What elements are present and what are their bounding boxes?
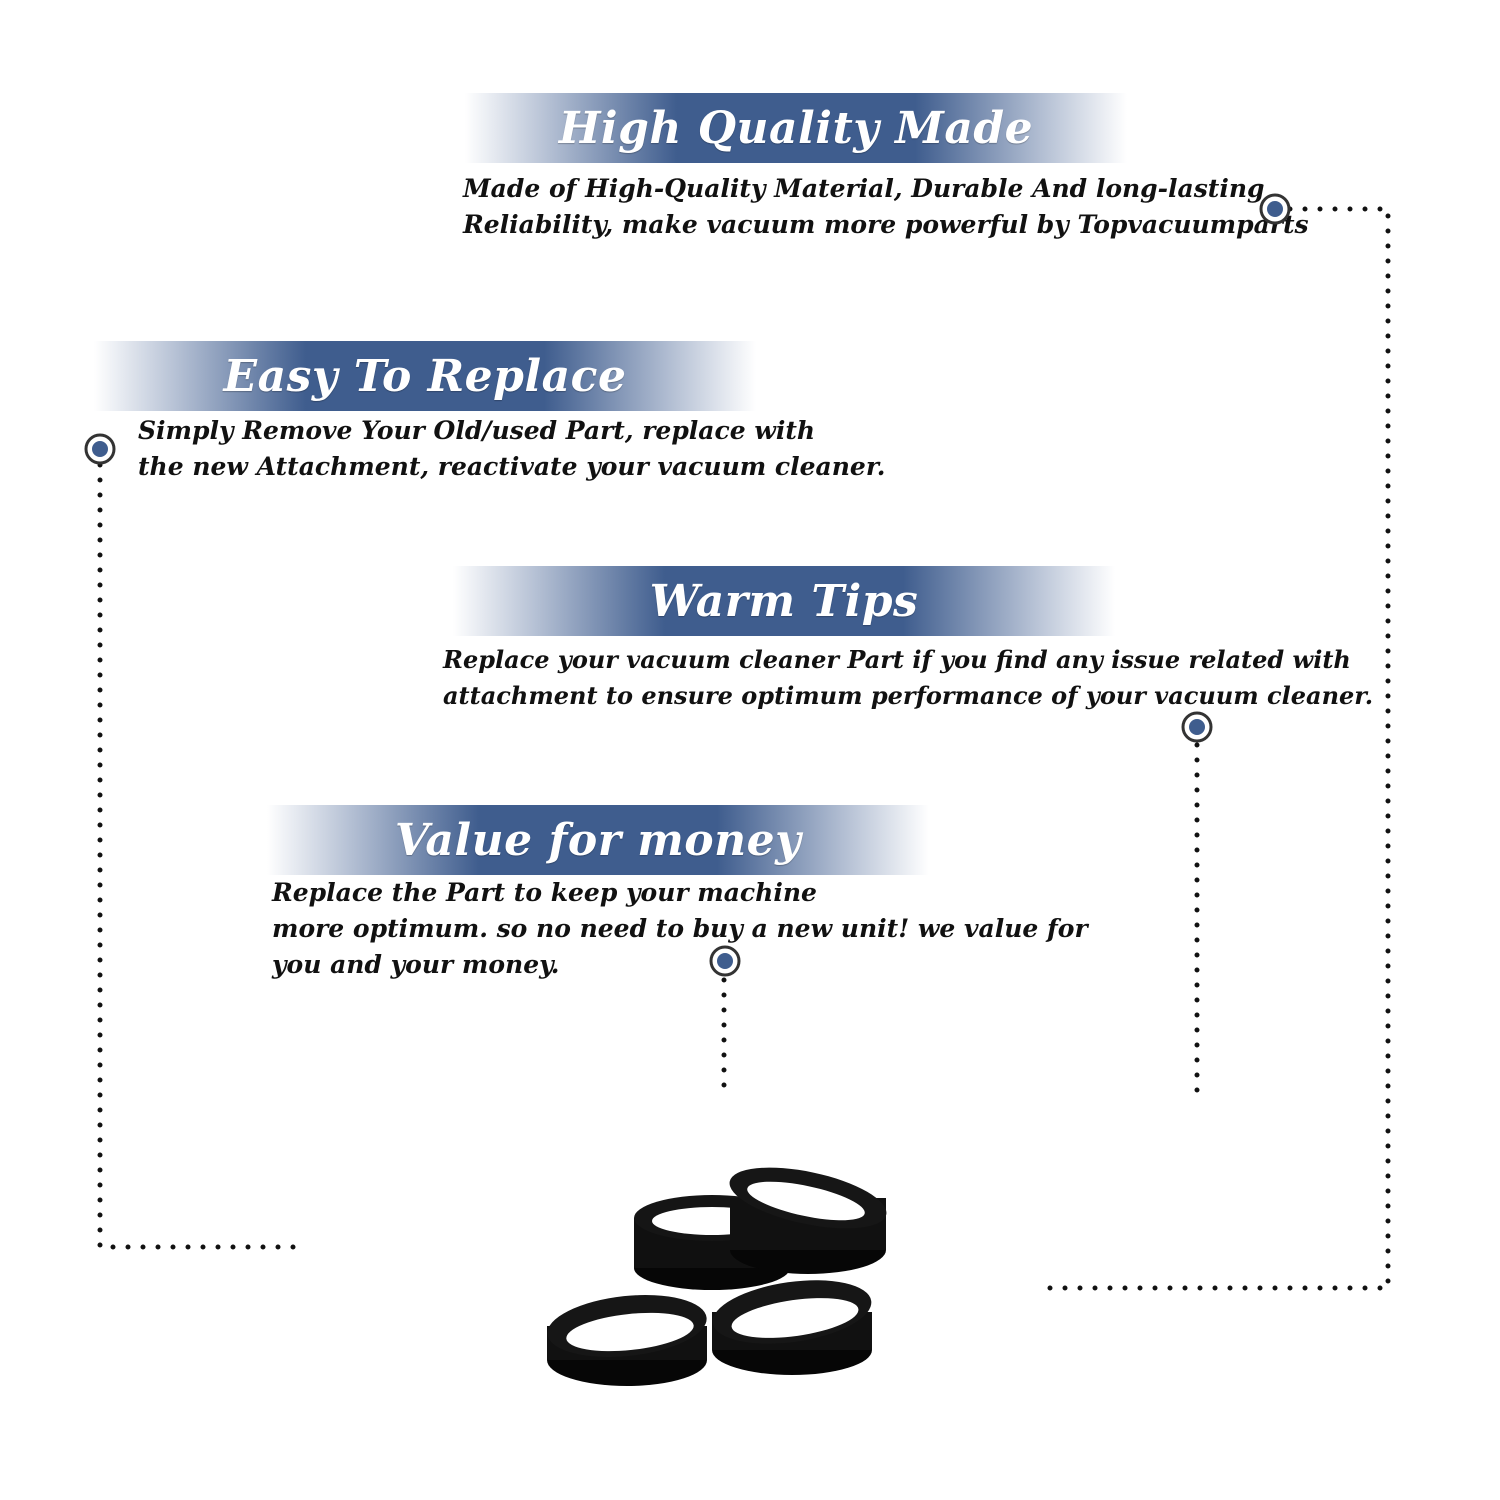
desc-line: Replace your vacuum cleaner Part if you … <box>443 645 1351 674</box>
connector-marker-icon <box>709 945 741 977</box>
banner-value-money: Value for money <box>267 805 929 875</box>
banner-warm-tips: Warm Tips <box>453 566 1115 636</box>
connector-easy-replace <box>97 462 299 1250</box>
section-title-value-money: Value for money <box>394 814 802 866</box>
desc-line: you and your money. <box>272 950 560 979</box>
belt <box>729 1167 887 1274</box>
desc-line: Reliability, make vacuum more powerful b… <box>463 210 1309 239</box>
banner-easy-replace: Easy To Replace <box>94 341 756 411</box>
vacuum-belts-product-image <box>547 1167 887 1386</box>
section-desc-warm-tips: Replace your vacuum cleaner Part if you … <box>443 642 1373 714</box>
connector-high-quality <box>1035 206 1391 1291</box>
desc-line: attachment to ensure optimum performance… <box>443 681 1374 710</box>
desc-line: the new Attachment, reactivate your vacu… <box>138 452 886 481</box>
section-title-easy-replace: Easy To Replace <box>223 350 627 402</box>
connector-marker-icon <box>1181 711 1213 743</box>
belt <box>712 1280 872 1375</box>
desc-line: Replace the Part to keep your machine <box>272 878 817 907</box>
connector-marker-icon <box>84 433 116 465</box>
desc-line: Made of High-Quality Material, Durable A… <box>463 174 1265 203</box>
desc-line: more optimum. so no need to buy a new un… <box>272 914 1088 943</box>
section-title-high-quality: High Quality Made <box>558 102 1034 154</box>
dotted-paths <box>97 206 1391 1291</box>
belt <box>547 1295 707 1386</box>
section-title-warm-tips: Warm Tips <box>649 575 919 627</box>
section-desc-value-money: Replace the Part to keep your machine mo… <box>272 875 1088 983</box>
section-desc-easy-replace: Simply Remove Your Old/used Part, replac… <box>138 413 885 485</box>
desc-line: Simply Remove Your Old/used Part, replac… <box>138 416 816 445</box>
section-desc-high-quality: Made of High-Quality Material, Durable A… <box>463 171 1309 243</box>
banner-high-quality: High Quality Made <box>465 93 1127 163</box>
connector-marker-icon <box>1259 193 1291 225</box>
